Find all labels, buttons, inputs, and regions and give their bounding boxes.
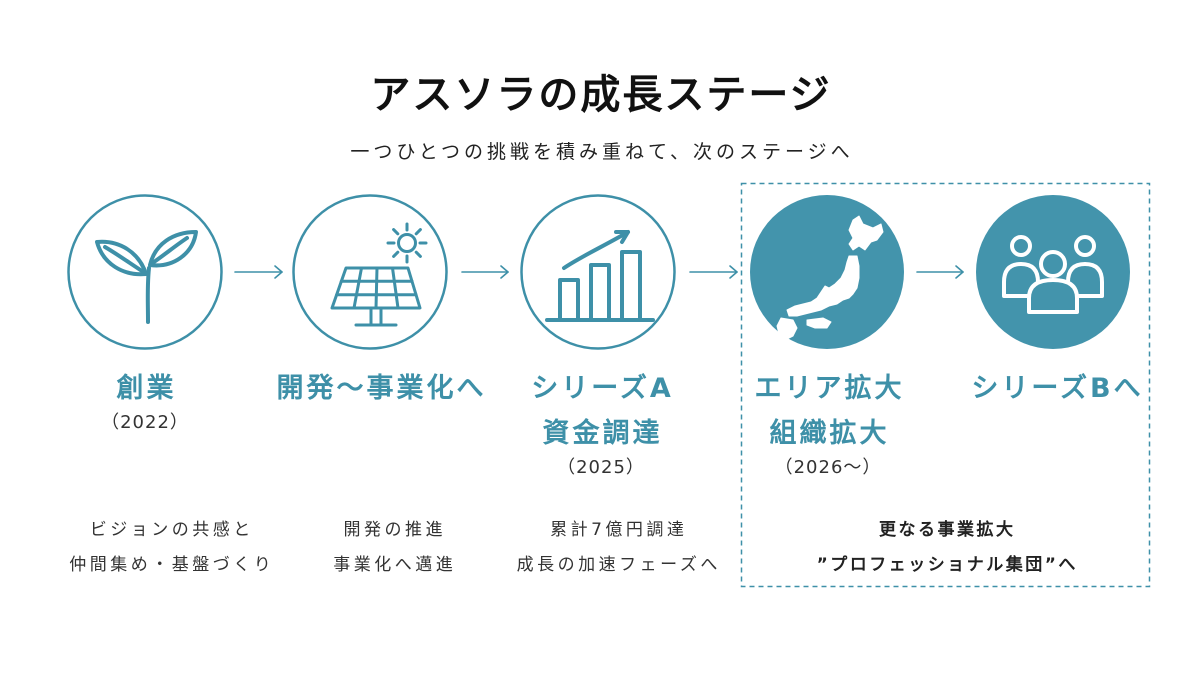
stage-1-label: 創業 （2022） [25, 366, 265, 435]
stage-5-circle [975, 194, 1131, 350]
page-title: アスソラの成長ステージ [370, 72, 832, 118]
stage-4-circle [749, 194, 905, 350]
description-line: 成長の加速フェーズへ [516, 555, 721, 575]
sun-icon [386, 222, 428, 264]
stage-3-title-line-2: 資金調達 [542, 418, 663, 449]
stage-3-circle [520, 194, 676, 350]
japan-map-icon [776, 215, 884, 341]
stage-2-circle [292, 194, 448, 350]
stage-2-title: 開発〜事業化へ [276, 373, 487, 404]
description-line: 事業化へ邁進 [333, 555, 457, 575]
stage-4-year: （2026〜） [774, 457, 882, 478]
description-line: ”プロフェッショナル集団”へ [816, 555, 1078, 575]
stage-3-title-line-1: シリーズA [531, 373, 674, 404]
stage-2-label: 開発〜事業化へ [260, 366, 500, 411]
stage-3-year: （2025） [557, 457, 645, 478]
stage-1-circle [67, 194, 223, 350]
stage-1-description: ビジョンの共感と 仲間集め・基盤づくり [30, 513, 310, 583]
stage-4-title-line-2: 組織拡大 [769, 418, 890, 449]
description-line: 累計7億円調達 [550, 520, 688, 540]
description-line: ビジョンの共感と [89, 520, 254, 540]
future-stages-description: 更なる事業拡大 ”プロフェッショナル集団”へ [806, 513, 1086, 583]
stage-3-description: 累計7億円調達 成長の加速フェーズへ [477, 513, 757, 583]
stage-2-description: 開発の推進 事業化へ邁進 [253, 513, 533, 583]
description-line: 仲間集め・基盤づくり [69, 555, 275, 575]
stage-1-year: （2022） [101, 412, 189, 433]
stage-5-title: シリーズBへ [971, 373, 1144, 404]
arrow-4-to-5 [916, 265, 964, 279]
stage-3-label: シリーズA 資金調達 （2025） [481, 366, 721, 480]
people-group-icon [1002, 235, 1104, 314]
stage-5-label: シリーズBへ [936, 366, 1176, 411]
page-subtitle: 一つひとつの挑戦を積み重ねて、次のステージへ [350, 141, 854, 163]
solar-panel-icon [330, 266, 422, 327]
stage-1-title: 創業 [116, 373, 177, 404]
stage-4-label: エリア拡大 組織拡大 （2026〜） [708, 366, 948, 480]
description-line: 開発の推進 [343, 520, 446, 540]
description-line: 更なる事業拡大 [879, 520, 1016, 540]
arrow-1-to-2 [234, 265, 283, 279]
arrow-2-to-3 [461, 265, 509, 279]
growth-chart-icon [545, 230, 655, 322]
sprout-icon [95, 230, 198, 324]
arrow-3-to-4 [689, 265, 738, 279]
stage-4-title-line-1: エリア拡大 [754, 373, 905, 404]
